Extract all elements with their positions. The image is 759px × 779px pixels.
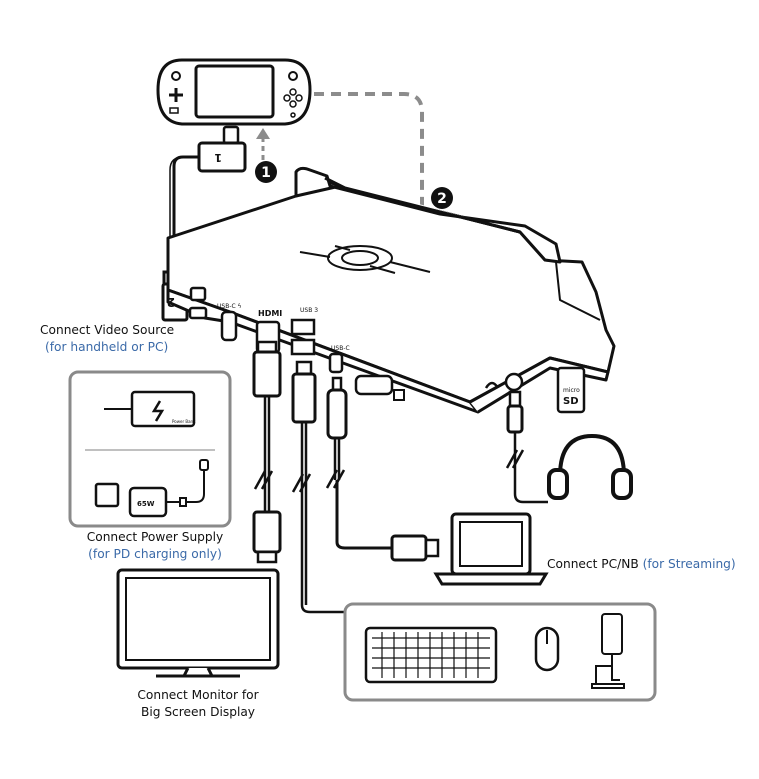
headphone-jack (504, 372, 524, 392)
monitor-line-1: Connect Monitor for (137, 688, 259, 702)
video-source-label: Connect Video Source (for handheld or PC… (40, 322, 174, 356)
monitor-line-2: Big Screen Display (140, 705, 256, 719)
charger-text: 65W (137, 500, 155, 508)
power-supply-subtitle: (for PD charging only) (88, 547, 222, 561)
power-supply-title: Connect Power Supply (86, 530, 224, 544)
usb-a-cable (291, 360, 345, 614)
usb-c-input-port (189, 286, 207, 302)
port-labels: USB-C ϟ HDMI USB 3 USB-C micro SD (217, 303, 580, 407)
monitor-icon (116, 568, 280, 678)
step-2-badge: 2 (431, 187, 453, 209)
power-supply-frame: Power Bank 65W (68, 370, 232, 528)
monitor-label: Connect Monitor for Big Screen Display (118, 687, 278, 721)
label-usb-c-pd: USB-C ϟ (217, 303, 242, 310)
pc-subtitle: (for Streaming) (642, 557, 736, 571)
dock-ports (188, 286, 586, 414)
mouse-icon (534, 626, 560, 672)
usb-drive-icon (591, 613, 625, 689)
usb3-port-b (290, 338, 316, 356)
toggle-switch (354, 374, 394, 396)
step-1-badge: 1 (255, 161, 277, 183)
keyboard-icon (364, 626, 498, 684)
pc-label: Connect PC/NB (for Streaming) (547, 556, 736, 573)
svg-text:1: 1 (261, 165, 271, 181)
usb-c-pd-port (220, 310, 238, 342)
hdmi-cable (252, 340, 282, 564)
dock-station (166, 166, 616, 414)
handheld-console (156, 58, 312, 126)
usb-c-to-a-cable (325, 376, 440, 562)
svg-text:2: 2 (437, 191, 447, 207)
video-source-subtitle: (for handheld or PC) (45, 340, 169, 354)
power-bank-text: Power Bank (172, 419, 196, 424)
usb3-port-a (290, 318, 316, 336)
audio-cable (505, 390, 548, 504)
micro-sd-card (556, 366, 586, 414)
plug-mark-1: 1 (214, 151, 222, 164)
step-1-arrow (256, 128, 270, 160)
plug-mark-2: 2 (167, 295, 175, 309)
headphones-icon (547, 433, 633, 500)
power-supply-label: Connect Power Supply (for PD charging on… (75, 529, 235, 563)
pc-title: Connect PC/NB (547, 557, 643, 571)
peripherals-frame (343, 602, 657, 702)
label-micro: micro (563, 387, 580, 394)
laptop-icon (433, 512, 549, 586)
usb-c-port (328, 352, 344, 374)
power-bank-icon (104, 390, 196, 428)
label-usb3: USB 3 (300, 307, 318, 314)
label-usb-c: USB-C (331, 345, 350, 352)
label-sd: SD (563, 396, 579, 407)
wall-charger-icon (94, 459, 209, 518)
video-source-title: Connect Video Source (40, 323, 175, 337)
label-hdmi: HDMI (258, 309, 282, 318)
